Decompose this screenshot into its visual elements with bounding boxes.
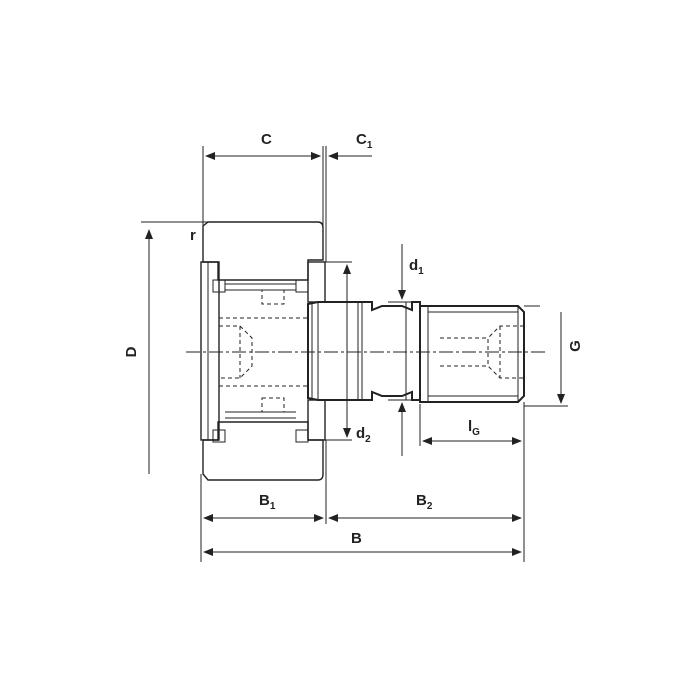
stud-body	[307, 301, 421, 401]
label-d2: d2	[356, 425, 371, 445]
label-C1: C1	[356, 131, 373, 151]
needle-rollers	[225, 283, 296, 419]
stud-flange	[307, 261, 326, 441]
label-B1: B1	[259, 492, 276, 512]
thread-section	[419, 305, 525, 403]
label-G: G	[567, 340, 584, 352]
label-B: B	[351, 530, 362, 547]
label-C: C	[261, 131, 272, 148]
label-lG: lG	[468, 418, 480, 438]
label-D: D	[123, 346, 140, 357]
label-r: r	[190, 227, 196, 244]
outer-ring	[202, 221, 324, 481]
extension-lines	[141, 146, 568, 562]
dimension-lines	[145, 152, 565, 556]
dimension-labels: C C1 r D d1 d2 G lG B1 B2 B	[123, 131, 584, 547]
label-B2: B2	[416, 492, 433, 512]
label-d1: d1	[409, 257, 424, 277]
side-washer	[200, 261, 220, 441]
